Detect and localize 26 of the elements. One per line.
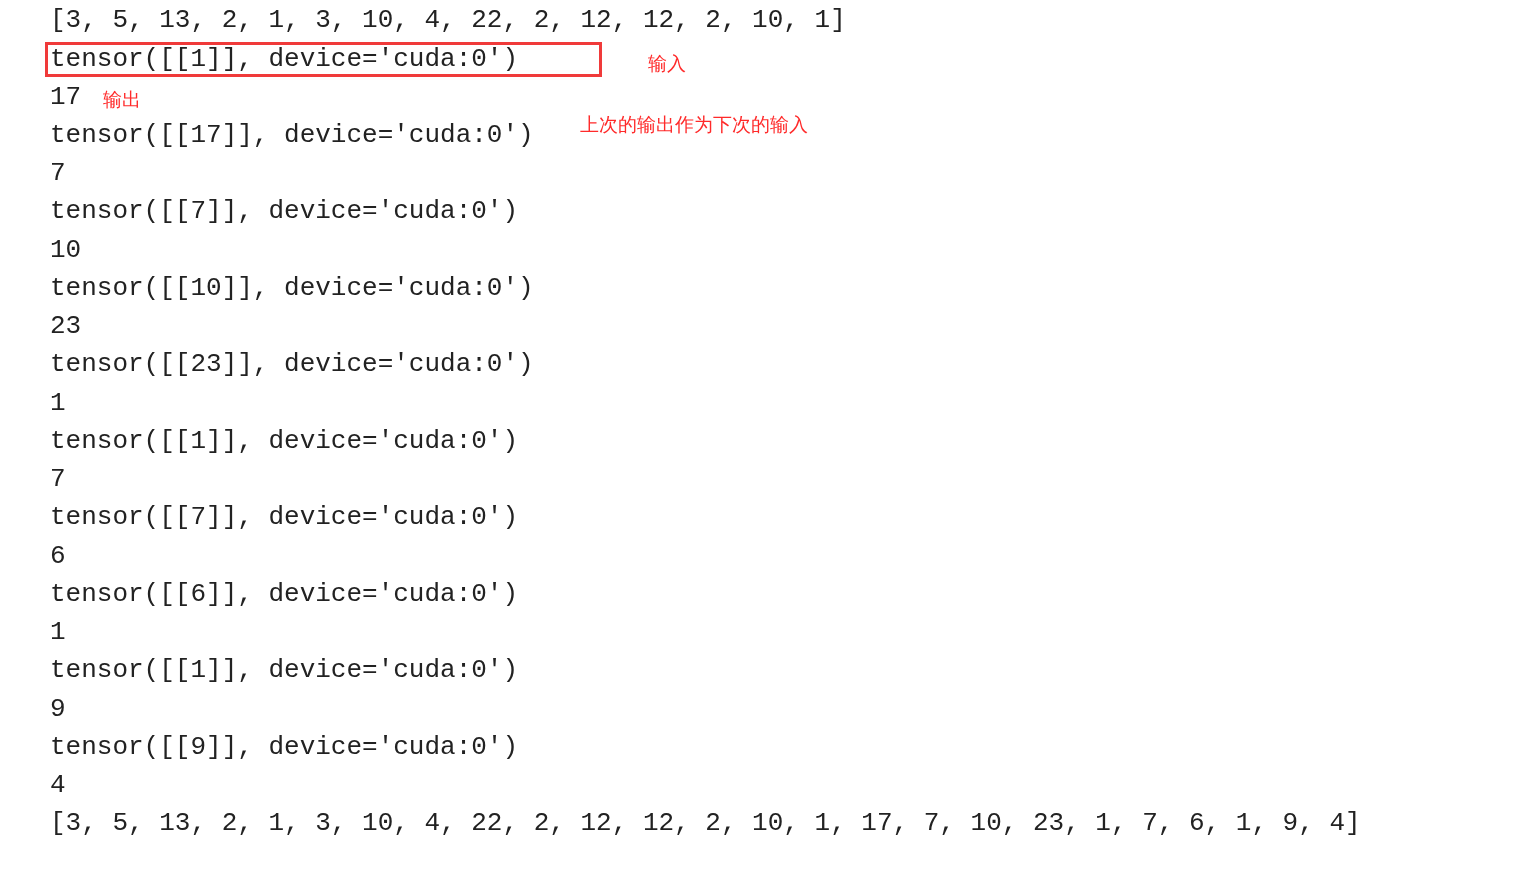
output-line: 7 [50,464,66,494]
output-line: 4 [50,770,66,800]
output-line: tensor([[1]], device='cuda:0') [50,655,519,686]
output-line: [3, 5, 13, 2, 1, 3, 10, 4, 22, 2, 12, 12, 2, 10, 1, 17, 7, 10, 23, 1, 7, 6, 1, 9, 4] [50,808,1361,839]
output-line: tensor([[10]], device='cuda:0') [50,272,534,303]
output-line: tensor([[23]], device='cuda:0') [50,349,534,380]
output-line: tensor([[9]], device='cuda:0') [50,731,519,762]
annotation-text: 输出 [103,87,141,112]
output-line: 10 [50,234,82,265]
output-line: tensor([[6]], device='cuda:0') [50,578,519,609]
output-line: 6 [50,540,66,571]
output-line: tensor([[17]], device='cuda:0') [50,119,534,150]
output-line: tensor([[1]], device='cuda:0') [50,425,519,456]
output-line: tensor([[7]], device='cuda:0') [50,502,519,533]
highlight-box [45,42,602,77]
output-line: tensor([[1]], device='cuda:0') [50,44,519,74]
output-line: 7 [50,158,66,188]
output-line: 9 [50,693,66,724]
output-line: 17 [50,81,82,112]
annotation-text: 上次的输出作为下次的输入 [580,112,808,137]
output-line: 23 [50,311,82,341]
output-line: [3, 5, 13, 2, 1, 3, 10, 4, 22, 2, 12, 12, 2, 10, 1] [50,5,846,35]
annotation-text: 输入 [648,51,686,75]
output-line: 1 [50,617,66,647]
output-line: 1 [50,387,66,418]
output-line: tensor([[7]], device='cuda:0') [50,196,519,227]
